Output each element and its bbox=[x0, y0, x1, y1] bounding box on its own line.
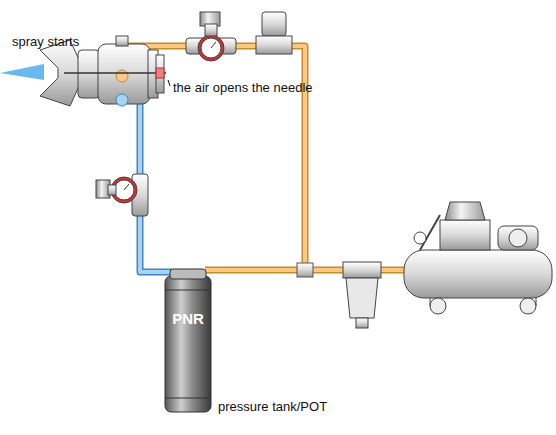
note-label: the air opens the needle bbox=[173, 80, 313, 95]
pot-shape bbox=[164, 268, 212, 414]
note-label: spray starts bbox=[12, 34, 79, 49]
pot-brand: PNR bbox=[172, 310, 204, 327]
pressure-pot: PNRpressure tank/POT bbox=[164, 268, 212, 414]
air-regulator bbox=[186, 12, 236, 61]
tee-fitting bbox=[297, 263, 313, 277]
air-compressor bbox=[404, 202, 552, 314]
leader-line bbox=[168, 80, 170, 86]
pot-caption: pressure tank/POT bbox=[218, 399, 327, 414]
fluid-regulator bbox=[96, 174, 148, 216]
air-hose bbox=[122, 46, 405, 270]
solenoid-valve bbox=[256, 12, 292, 54]
air-filter bbox=[343, 262, 381, 328]
